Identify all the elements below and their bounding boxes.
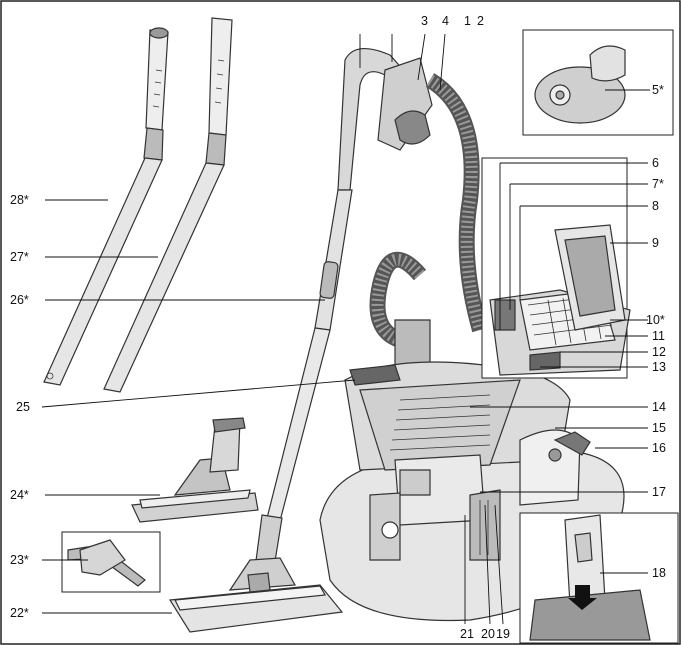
label-16: 16 <box>652 441 666 455</box>
inset-filter <box>481 157 631 379</box>
label-13: 13 <box>652 360 666 374</box>
label-9: 9 <box>652 236 659 250</box>
label-23: 23* <box>10 553 29 567</box>
brush-24 <box>131 417 259 523</box>
label-27: 27* <box>10 250 29 264</box>
label-15: 15 <box>652 421 666 435</box>
label-18: 18 <box>652 566 666 580</box>
label-5: 5* <box>652 83 664 97</box>
leader-lines <box>41 33 650 625</box>
callout-labels: 3 4 1 2 5* 6 7* 8 9 10* 11 12 13 14 15 1… <box>10 14 666 641</box>
label-22: 22* <box>10 606 29 620</box>
label-20: 20 <box>481 627 495 641</box>
label-28: 28* <box>10 193 29 207</box>
label-26: 26* <box>10 293 29 307</box>
label-21: 21 <box>460 627 474 641</box>
label-2: 2 <box>477 14 484 28</box>
inset-5 <box>522 29 674 136</box>
telescopic-tube-28 <box>43 27 169 386</box>
tool-23 <box>61 531 161 593</box>
label-8: 8 <box>652 199 659 213</box>
handle-and-wand <box>253 48 433 581</box>
label-6: 6 <box>652 156 659 170</box>
label-3: 3 <box>421 14 428 28</box>
label-19: 19 <box>496 627 510 641</box>
label-10: 10* <box>646 313 665 327</box>
label-4: 4 <box>442 14 449 28</box>
label-7: 7* <box>652 177 664 191</box>
label-11: 11 <box>652 329 665 343</box>
label-12: 12 <box>652 345 666 359</box>
floorhead-22 <box>168 557 344 633</box>
label-25: 25 <box>16 400 30 414</box>
inset-18 <box>519 512 679 644</box>
label-24: 24* <box>10 488 29 502</box>
label-17: 17 <box>652 485 666 499</box>
telescopic-tube-27 <box>103 17 233 393</box>
hose-upper <box>425 73 488 333</box>
label-14: 14 <box>652 400 666 414</box>
label-1: 1 <box>464 14 471 28</box>
